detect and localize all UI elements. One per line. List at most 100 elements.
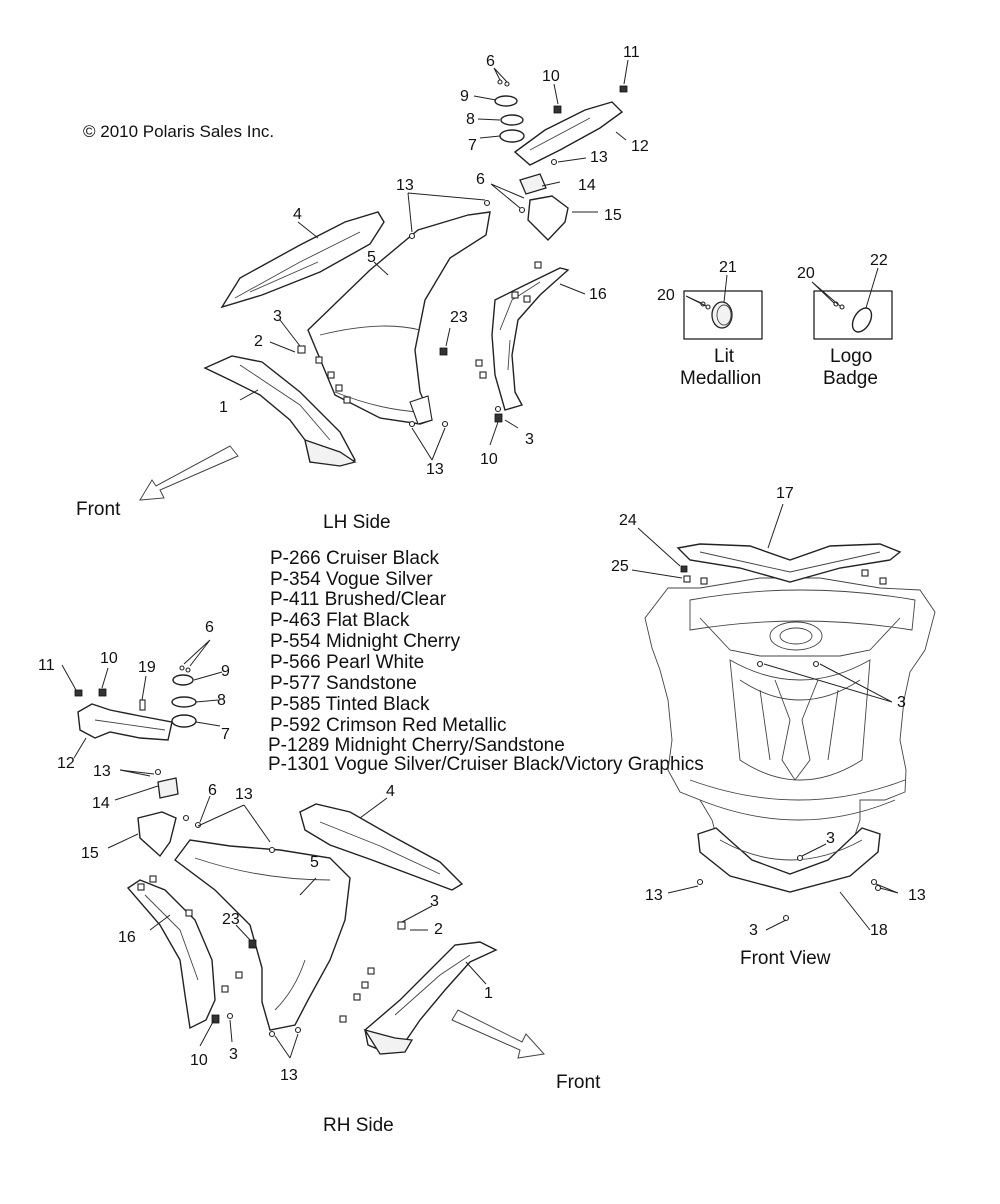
lh-part-16-pillar (491, 267, 570, 411)
rh-part-14-collar (157, 777, 179, 799)
rh-part-12-riser (77, 703, 173, 741)
lh-part-15-shield (527, 195, 569, 242)
front-callout: 13 (645, 887, 663, 904)
rh-callout: 4 (386, 783, 395, 800)
front-callout: 13 (908, 887, 926, 904)
front-label-top: Front (76, 499, 121, 520)
lh-callout: 2 (254, 333, 263, 350)
paint-code: P-554 Midnight Cherry (270, 631, 461, 652)
rh-part-4-upper-trim (299, 803, 464, 891)
rh-callout: 6 (205, 619, 214, 636)
front-callout: 3 (826, 830, 835, 847)
paint-code: P-577 Sandstone (270, 673, 417, 694)
logo-badge-part-22 (851, 307, 873, 333)
lh-part-12-riser (513, 101, 624, 166)
rh-part-19 (139, 699, 146, 711)
lh-nut-10b (494, 413, 503, 423)
lh-callout: 13 (396, 177, 414, 194)
rh-callout: 5 (310, 854, 319, 871)
rh-callout: 11 (38, 657, 55, 674)
front-callout: 25 (611, 558, 629, 575)
badge-callout: 21 (719, 259, 737, 276)
lh-callout: 14 (578, 177, 596, 194)
logo-badge-box (813, 290, 893, 340)
lh-callout: 13 (426, 461, 444, 478)
rh-callout: 6 (208, 782, 217, 799)
lh-callout: 11 (623, 44, 640, 61)
rh-callout: 3 (430, 893, 439, 910)
badge-options: 21 20 Lit Medallion 22 20 Logo Badge (657, 252, 893, 389)
lh-part-9-cap (494, 95, 518, 107)
lit-medallion-box (683, 290, 763, 340)
lh-callout: 4 (293, 206, 302, 223)
badge-callout: 20 (657, 287, 675, 304)
lh-side-assembly: 6 9 10 11 8 7 12 13 14 6 13 15 4 5 16 23… (203, 44, 649, 478)
rh-nut-11 (74, 689, 83, 697)
lh-part-7-ring (499, 129, 525, 143)
front-callout: 17 (776, 485, 794, 502)
lit-medallion-part-21 (711, 301, 733, 329)
rh-callout: 13 (93, 763, 111, 780)
rh-callout: 8 (217, 692, 226, 709)
front-part-17-top-trim (676, 543, 902, 583)
lh-nut-23 (439, 347, 448, 356)
rh-callout: 16 (118, 929, 136, 946)
lh-callout: 15 (604, 207, 622, 224)
badge-callout: 22 (870, 252, 888, 269)
lh-callout: 3 (525, 431, 534, 448)
rh-callout: 13 (280, 1067, 298, 1084)
lit-medallion-caption-1: Lit (714, 346, 735, 367)
front-arrow-top (139, 445, 239, 501)
lh-part-5-side-panel (307, 211, 491, 425)
rh-callout: 3 (229, 1046, 238, 1063)
lh-callout: 1 (219, 399, 228, 416)
lh-part-8-ring (500, 114, 524, 126)
rh-callout: 14 (92, 795, 110, 812)
logo-badge-caption-1: Logo (830, 346, 872, 367)
front-callout: 24 (619, 512, 637, 529)
lh-callout: 13 (590, 149, 608, 166)
front-callout: 3 (897, 694, 906, 711)
rh-part-1-lower-strake (364, 941, 498, 1051)
rh-side-caption: RH Side (323, 1115, 394, 1136)
rh-callout: 19 (138, 659, 156, 676)
paint-code: P-592 Crimson Red Metallic (270, 715, 507, 736)
rh-nut-23 (248, 939, 257, 949)
paint-code: P-1289 Midnight Cherry/Sandstone (268, 735, 565, 756)
paint-code: P-585 Tinted Black (270, 694, 430, 715)
rh-clips (137, 665, 406, 1038)
paint-code: P-266 Cruiser Black (270, 548, 439, 569)
lh-callout: 16 (589, 286, 607, 303)
lh-callout: 23 (450, 309, 468, 326)
copyright-text: © 2010 Polaris Sales Inc. (83, 122, 274, 141)
lh-callout: 7 (468, 137, 477, 154)
rh-side-assembly: 6 11 10 19 9 8 7 12 13 14 6 13 4 15 5 3 … (38, 619, 498, 1084)
front-view-assembly: 17 24 25 3 3 13 13 3 18 (611, 485, 936, 939)
lh-callout: 8 (466, 111, 475, 128)
rh-callout: 13 (235, 786, 253, 803)
paint-code-list: P-266 Cruiser Black P-354 Vogue Silver P… (268, 548, 704, 775)
front-part-18-bumper (697, 827, 881, 893)
rh-callout: 12 (57, 755, 75, 772)
rh-part-15-shield (137, 811, 177, 858)
rh-callout: 7 (221, 726, 230, 743)
rh-callout: 9 (221, 663, 230, 680)
paint-code: P-354 Vogue Silver (270, 569, 433, 590)
lh-callout: 10 (480, 451, 498, 468)
lh-nut-10 (553, 105, 562, 114)
badge-callout: 20 (797, 265, 815, 282)
front-view-caption: Front View (740, 948, 831, 969)
rh-callout: 23 (222, 911, 240, 928)
rh-part-7-ring (171, 714, 197, 728)
lh-side-caption: LH Side (323, 512, 391, 533)
lit-medallion-caption-2: Medallion (680, 368, 761, 389)
rh-part-9-cap (172, 674, 194, 686)
rh-callout: 10 (190, 1052, 208, 1069)
rh-callout: 1 (484, 985, 493, 1002)
paint-code: P-411 Brushed/Clear (270, 589, 447, 610)
rh-callout: 10 (100, 650, 118, 667)
lh-clips (297, 79, 558, 428)
front-arrow-bottom (451, 1009, 545, 1059)
lh-callout: 10 (542, 68, 560, 85)
lh-nut-11 (619, 85, 628, 93)
